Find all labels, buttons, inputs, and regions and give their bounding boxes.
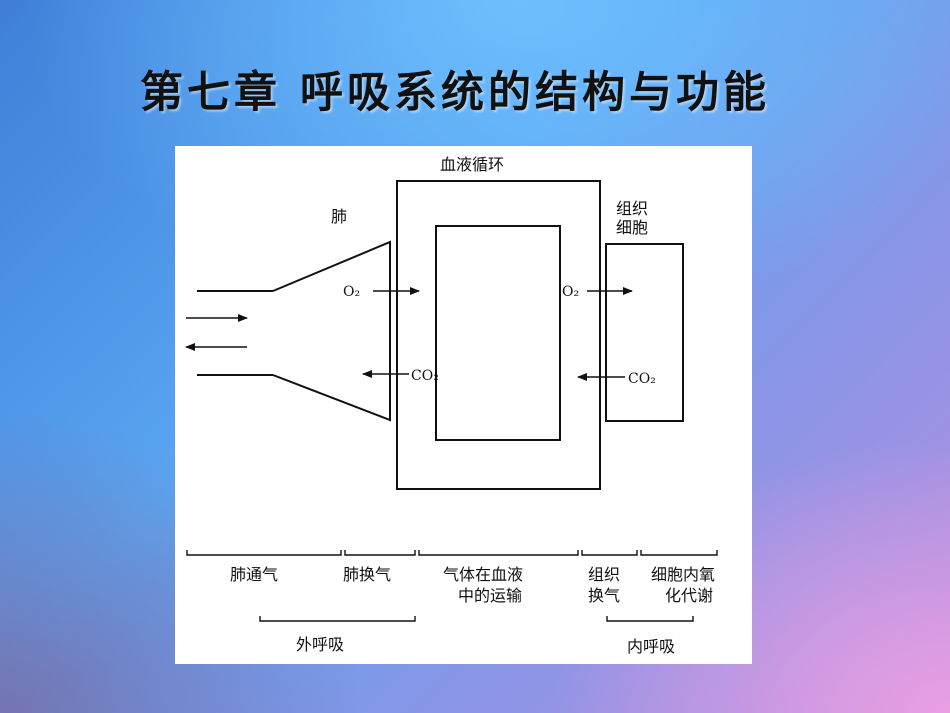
blood-circulation-outer-box bbox=[396, 180, 601, 490]
stage-pulmonary-ventilation: 肺通气 bbox=[230, 565, 279, 584]
co2-tissue-label: CO₂ bbox=[628, 371, 656, 387]
bracket-tissue-exchange bbox=[581, 550, 638, 556]
stage-tissue-exchange-line1: 组织 bbox=[588, 565, 621, 584]
stage-cell-metabolism-line1: 细胞内氧 bbox=[651, 565, 716, 584]
bracket-internal-respiration bbox=[606, 616, 694, 622]
tissue-cell-label-line1: 组织 bbox=[616, 199, 649, 218]
tissue-cell-label-line2: 细胞 bbox=[616, 218, 649, 237]
bracket-external-respiration bbox=[259, 616, 416, 622]
blood-circulation-inner-box bbox=[435, 225, 561, 441]
lung-shape bbox=[272, 240, 391, 422]
stage-blood-transport-line1: 气体在血液 bbox=[443, 565, 524, 584]
co2-lung-label: CO₂ bbox=[411, 368, 439, 384]
bracket-pulmonary-ventilation bbox=[186, 550, 342, 556]
stage-tissue-exchange-line2: 换气 bbox=[588, 586, 621, 605]
bracket-blood-transport bbox=[418, 550, 579, 556]
bracket-cell-metabolism bbox=[640, 550, 718, 556]
lung-label: 肺 bbox=[331, 207, 348, 226]
bracket-pulmonary-gas-exchange bbox=[344, 550, 416, 556]
stage-pulmonary-gas-exchange: 肺换气 bbox=[343, 565, 392, 584]
group-internal-respiration: 内呼吸 bbox=[627, 637, 676, 656]
blood-circulation-label: 血液循环 bbox=[440, 155, 505, 174]
o2-lung-label: O₂ bbox=[343, 284, 361, 300]
stage-cell-metabolism-line2: 化代谢 bbox=[665, 586, 714, 605]
diagram-lines bbox=[185, 180, 718, 622]
o2-tissue-label: O₂ bbox=[562, 284, 580, 300]
group-external-respiration: 外呼吸 bbox=[296, 635, 345, 654]
stage-blood-transport-line2: 中的运输 bbox=[458, 586, 523, 605]
slide-title: 第七章 呼吸系统的结构与功能 bbox=[140, 68, 770, 118]
tissue-cell-box bbox=[605, 243, 684, 422]
respiration-diagram: 血液循环 肺 组织 细胞 O₂ CO₂ O₂ CO₂ 肺通气 肺换气 气体在血液… bbox=[175, 146, 752, 664]
